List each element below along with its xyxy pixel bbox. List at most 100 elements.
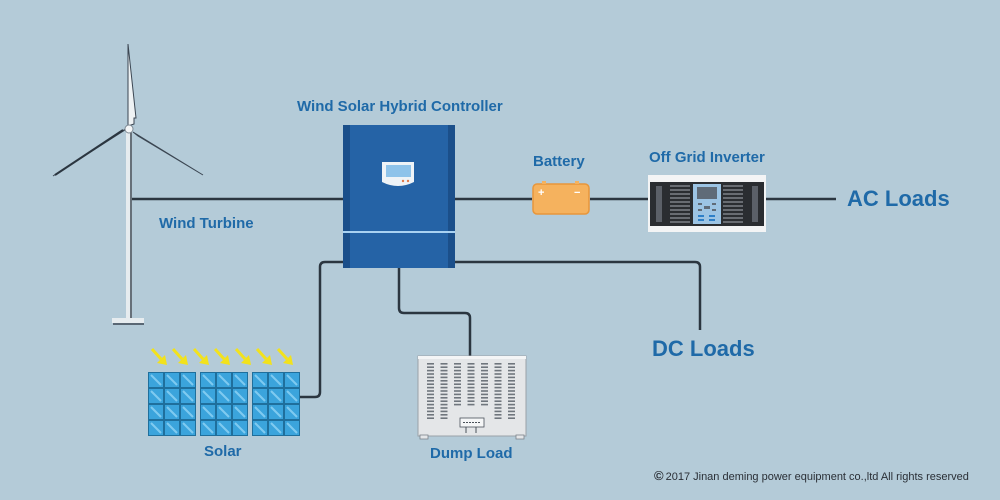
vent-slot (508, 410, 515, 413)
vent-slot (467, 363, 475, 365)
wind-turbine-icon (52, 43, 204, 325)
vent-slot (440, 383, 448, 385)
vent-slot (427, 400, 434, 402)
sun-arrow-icon (255, 347, 272, 365)
vent-slot (427, 393, 434, 396)
ac-loads-label: AC Loads (847, 186, 950, 211)
sun-arrow-icon (171, 347, 188, 365)
vent-slot (440, 397, 448, 399)
vent-slot (508, 407, 515, 409)
vent-slot (454, 376, 461, 379)
vent-slot (427, 407, 434, 409)
vent-slot (494, 400, 502, 402)
vent-slot (440, 376, 448, 379)
vent-slot (481, 397, 488, 399)
wires (131, 197, 836, 399)
battery-negative-terminal: − (574, 187, 580, 199)
vent-slot (508, 366, 515, 368)
vent-slot (440, 417, 448, 419)
vent-slot (481, 366, 488, 368)
vent-slot (508, 373, 515, 375)
vent-slot (508, 397, 515, 399)
vent-slot (481, 403, 488, 406)
vent-slot (508, 393, 515, 396)
vent-slot (427, 383, 434, 385)
vent-slot (494, 393, 502, 396)
vent-slot (427, 373, 434, 375)
vent-slot (427, 390, 434, 392)
solar-label: Solar (204, 443, 242, 460)
vent-slot (440, 407, 448, 409)
vent-slot (494, 383, 502, 385)
vent-slot (494, 386, 502, 389)
vent-slot (454, 369, 461, 372)
vent-slot (440, 363, 448, 365)
vent-slot (481, 363, 488, 365)
vent-slot (467, 400, 475, 402)
vent-slot (508, 369, 515, 372)
controller-icon (343, 125, 455, 268)
copyright-notice: ©2017 Jinan deming power equipment co.,l… (654, 468, 969, 483)
wire-solar-controller (300, 260, 345, 399)
vent-slot (440, 390, 448, 392)
vent-slot (494, 407, 502, 409)
inverter-label: Off Grid Inverter (649, 149, 765, 166)
battery-label: Battery (533, 153, 585, 170)
dump-load-label: Dump Load (430, 445, 513, 462)
vent-slot (481, 390, 488, 392)
vent-slot (427, 417, 434, 419)
wind-turbine-label: Wind Turbine (159, 215, 254, 232)
vent-slot (508, 400, 515, 402)
vent-slot (440, 403, 448, 406)
vent-slot (494, 373, 502, 375)
vent-slot (494, 380, 502, 382)
vent-slot (508, 380, 515, 382)
vent-slot (494, 376, 502, 379)
vent-slot (467, 366, 475, 368)
vent-slot (427, 376, 434, 379)
vent-slot (427, 414, 434, 416)
sun-arrow-icon (213, 347, 230, 365)
vent-slot (440, 366, 448, 368)
vent-slot (508, 386, 515, 389)
vent-slot (481, 393, 488, 396)
sun-arrow-icon (150, 347, 167, 365)
vent-slot (481, 369, 488, 372)
vent-slot (467, 390, 475, 392)
vent-slot (440, 410, 448, 413)
vent-slot (440, 414, 448, 416)
vent-slot (440, 386, 448, 389)
vent-slot (508, 363, 515, 365)
inverter-icon (648, 175, 766, 232)
vent-slot (481, 373, 488, 375)
vent-slot (494, 369, 502, 372)
solar-panels-icon (148, 347, 300, 436)
vent-slot (427, 366, 434, 368)
vent-slot (467, 373, 475, 375)
vent-slot (494, 417, 502, 419)
vent-slot (427, 410, 434, 413)
vent-slot (454, 373, 461, 375)
vent-slot (467, 393, 475, 396)
copyright-icon: © (654, 468, 664, 483)
vent-slot (454, 393, 461, 396)
sun-arrow-icon (276, 347, 293, 365)
vent-slot (427, 380, 434, 382)
vent-slot (467, 380, 475, 382)
vent-slot (508, 376, 515, 379)
vent-slot (508, 403, 515, 406)
vent-slot (440, 380, 448, 382)
vent-slot (481, 376, 488, 379)
vent-slot (467, 386, 475, 389)
vent-slot (494, 397, 502, 399)
dc-loads-label: DC Loads (652, 336, 755, 361)
vent-slot (427, 369, 434, 372)
vent-slot (467, 397, 475, 399)
vent-slot (508, 414, 515, 416)
vent-slot (427, 397, 434, 399)
solar-panel (252, 372, 300, 436)
vent-slot (427, 386, 434, 389)
solar-panel (200, 372, 248, 436)
solar-panel (148, 372, 196, 436)
